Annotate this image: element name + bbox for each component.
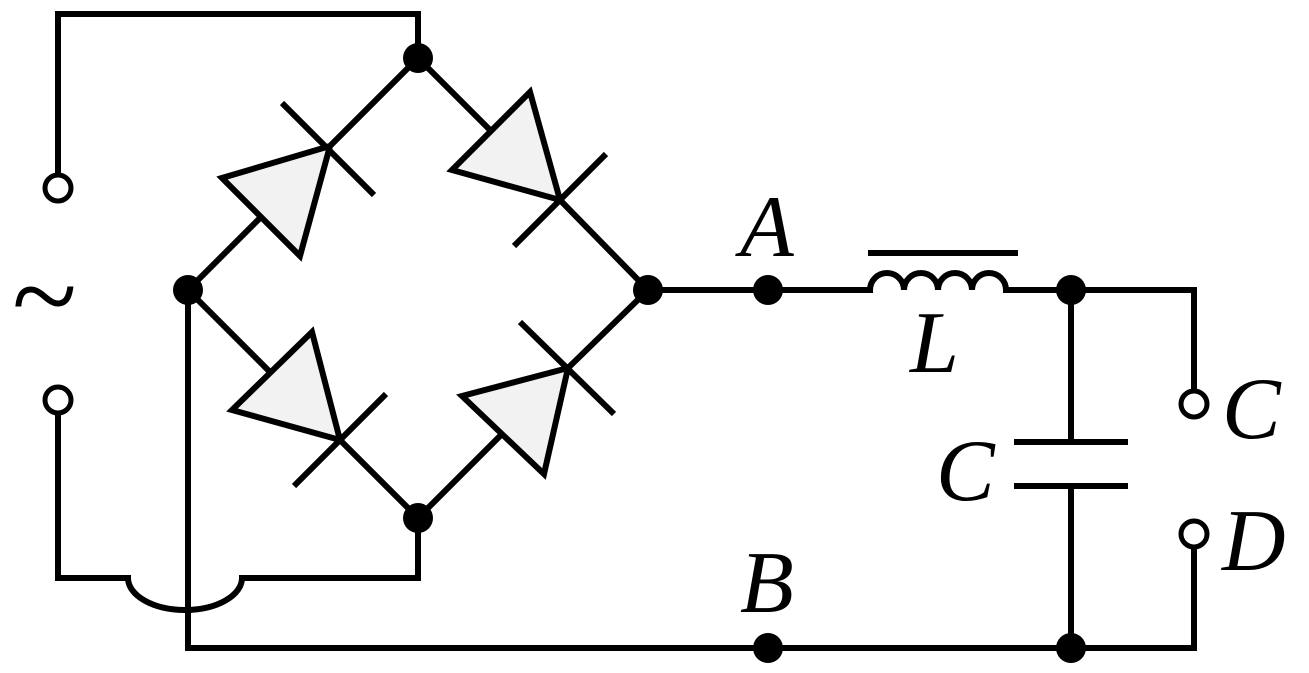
terminal-d-label: D: [1221, 493, 1286, 590]
capacitor-label: C: [936, 423, 996, 520]
output-filter: [185, 250, 1197, 651]
output-terminal-c: [1178, 388, 1210, 420]
output-wire-to-terminal-c: [1003, 287, 1197, 393]
inductor-label: L: [908, 295, 959, 392]
ac-terminal-upper: [42, 172, 74, 204]
node-b-label: B: [740, 535, 794, 632]
junction-cap-top: [1056, 275, 1086, 305]
diode-lower-right: [413, 285, 653, 523]
ac-input-wiring: [55, 11, 421, 613]
inductor-l: [866, 250, 1018, 294]
terminals: [42, 172, 1210, 550]
junction-bottom: [403, 503, 433, 533]
junction-top: [403, 43, 433, 73]
node-b-dot: [753, 633, 783, 663]
junction-dots: [173, 43, 1086, 663]
ac-lower-wire: [55, 409, 131, 581]
terminal-c-label: C: [1222, 361, 1282, 458]
ac-terminal-lower: [42, 384, 74, 416]
node-a-dot: [753, 275, 783, 305]
output-terminal-d: [1178, 518, 1210, 550]
junction-right: [633, 275, 663, 305]
junction-left: [173, 275, 203, 305]
diode-upper-right: [413, 53, 653, 295]
ac-lower-wire-return: [239, 515, 421, 581]
diode-lower-left: [183, 285, 423, 523]
return-wire-b: [185, 287, 1197, 651]
junction-cap-bottom: [1056, 633, 1086, 663]
diode-bridge: [183, 53, 653, 523]
labels: ~ A B L C C D: [12, 179, 1286, 632]
diode-upper-left: [183, 53, 423, 295]
capacitor-c: [1014, 439, 1128, 489]
ac-source-label: ~: [12, 229, 77, 362]
node-a-label: A: [735, 179, 795, 276]
ac-upper-wire: [55, 11, 421, 177]
